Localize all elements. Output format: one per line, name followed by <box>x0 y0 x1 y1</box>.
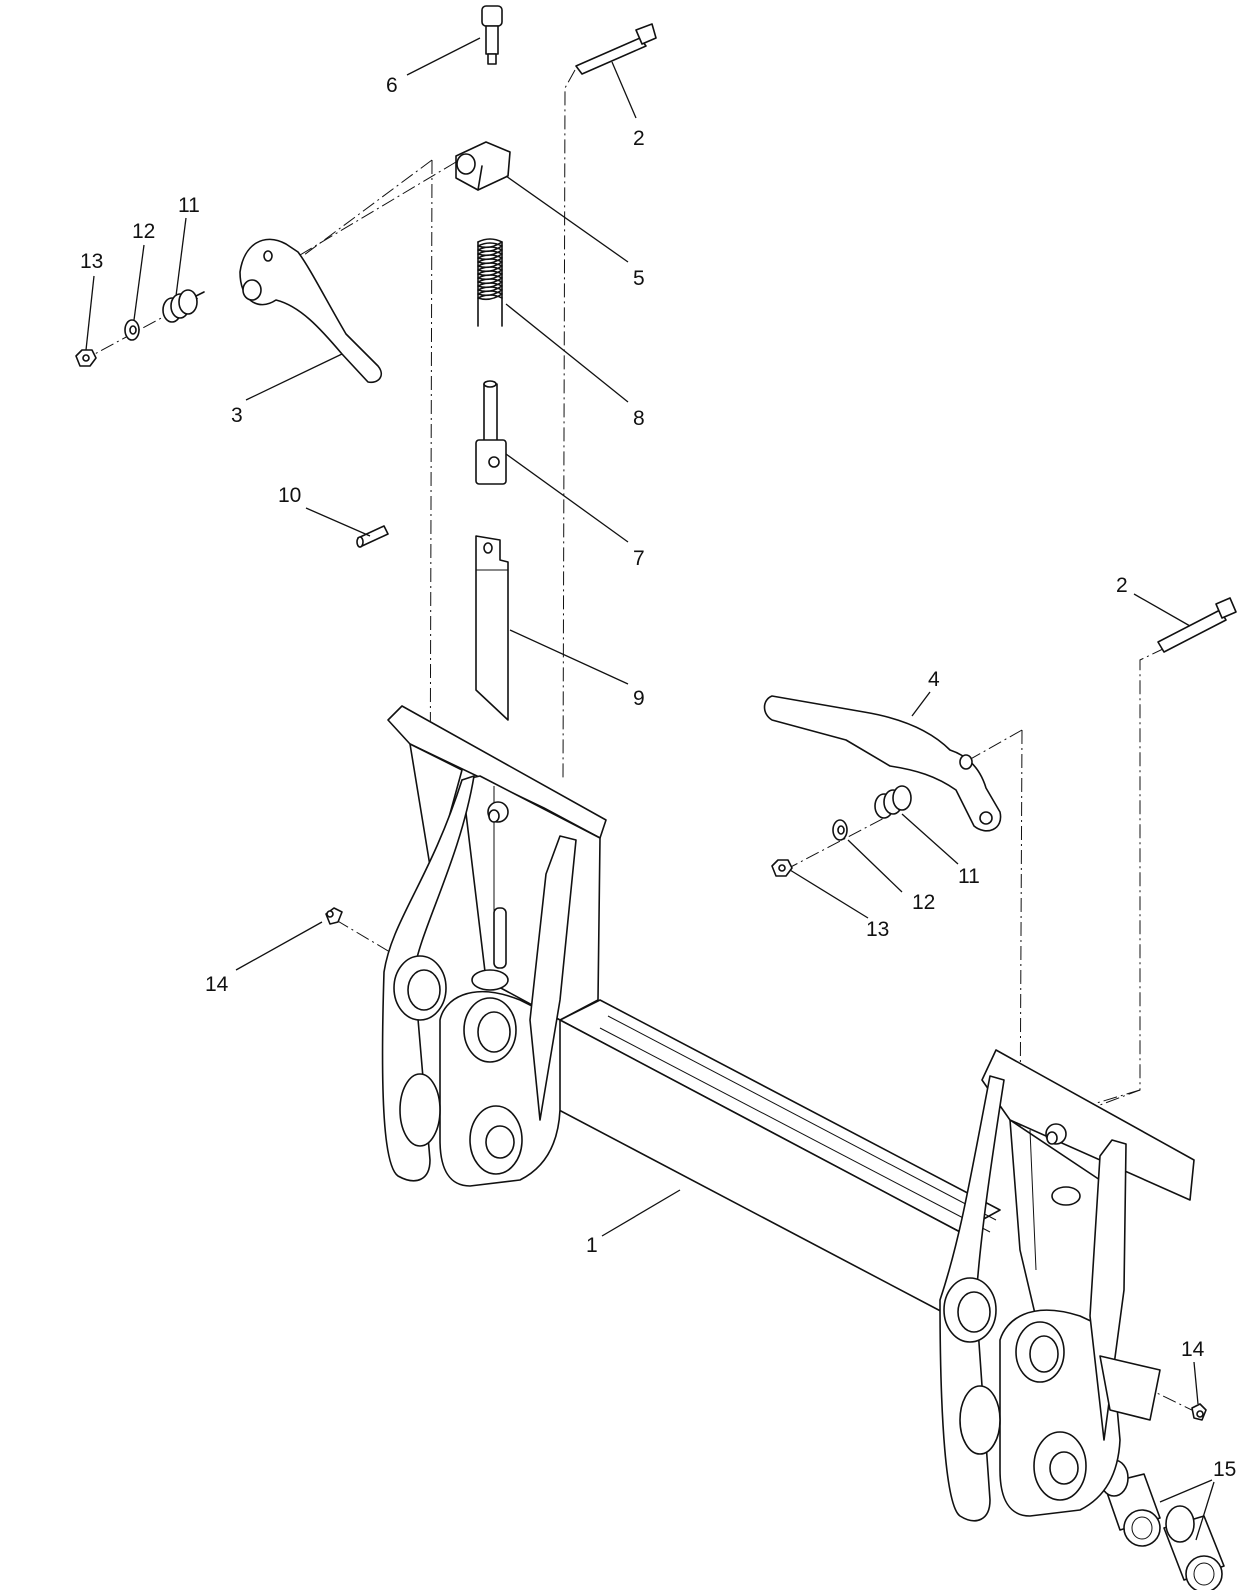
compression-spring-part <box>477 238 503 327</box>
shoulder-bolt-part <box>481 5 503 65</box>
callout-14-right: 14 <box>1181 1338 1205 1361</box>
callout-5: 5 <box>633 267 645 290</box>
handle-right-part <box>763 695 1002 832</box>
torsion-spring-right-part <box>874 785 912 819</box>
callout-1: 1 <box>586 1234 598 1257</box>
callout-9: 9 <box>633 687 645 710</box>
bushing-rear-part <box>1163 1505 1225 1590</box>
hex-bolt-right-part <box>1157 597 1237 653</box>
leader-lines <box>85 37 1215 1541</box>
roll-pin-part <box>356 525 389 548</box>
callout-15: 15 <box>1213 1458 1236 1481</box>
washer-right-part <box>832 819 848 841</box>
callout-8: 8 <box>633 407 645 430</box>
callout-10: 10 <box>278 484 301 507</box>
callout-3: 3 <box>231 404 243 427</box>
callout-12-right: 12 <box>912 891 935 914</box>
pin-block-part <box>455 141 511 191</box>
callout-12-left: 12 <box>132 220 155 243</box>
callout-6: 6 <box>386 74 398 97</box>
callout-2-right: 2 <box>1116 574 1128 597</box>
callout-14-left: 14 <box>205 973 229 996</box>
torsion-spring-left-part <box>162 289 205 323</box>
callout-7: 7 <box>633 547 645 570</box>
grease-fitting-right-part <box>1191 1403 1207 1421</box>
grease-fitting-left-part <box>325 907 343 925</box>
quick-attach-frame-part <box>381 705 1195 1522</box>
callout-labels: 6 2 5 8 7 9 10 3 11 12 13 2 4 11 12 13 1… <box>80 74 1236 1481</box>
nut-right-part <box>771 859 793 877</box>
callout-13-left: 13 <box>80 250 103 273</box>
nut-left-part <box>75 349 97 367</box>
latch-pin-part <box>475 535 509 721</box>
washer-left-part <box>124 319 140 341</box>
callout-4: 4 <box>928 668 940 691</box>
plunger-part <box>475 380 507 485</box>
callout-13-right: 13 <box>866 918 889 941</box>
handle-left-part <box>239 238 383 384</box>
callout-11-left: 11 <box>178 194 200 217</box>
hex-bolt-upper-part <box>575 23 657 75</box>
callout-2-upper: 2 <box>633 127 645 150</box>
callout-11-right: 11 <box>958 865 980 888</box>
